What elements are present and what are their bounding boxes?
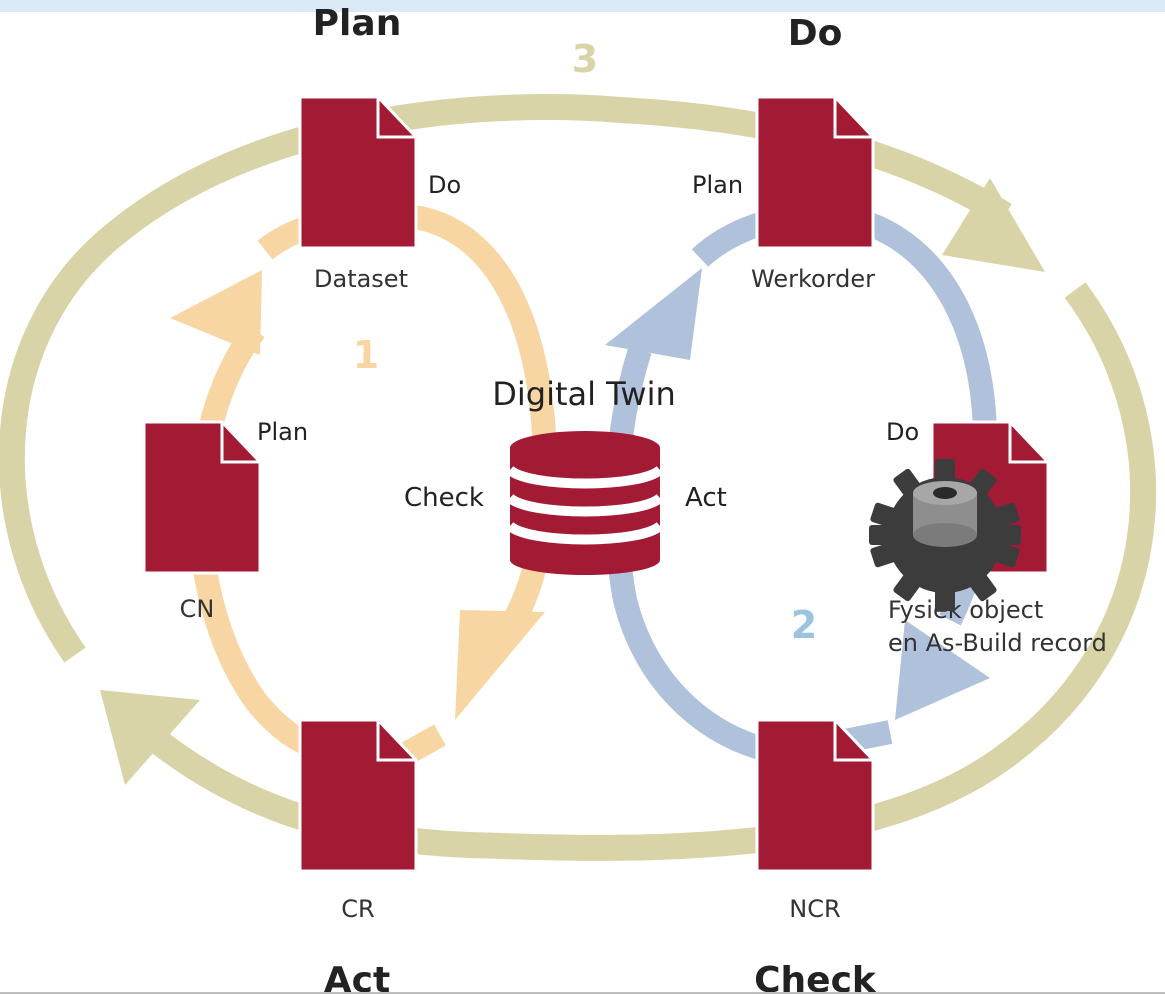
document-cn-label: CN xyxy=(180,595,215,623)
loop-number-2: 2 xyxy=(791,603,817,647)
loop2-arrowhead-up xyxy=(605,268,702,360)
document-icon xyxy=(298,718,418,873)
document-fysiek-label-1: Fysiek object xyxy=(888,596,1043,624)
corner-plan: Plan xyxy=(313,3,402,44)
digital-twin-title: Digital Twin xyxy=(492,375,676,413)
document-cr-label: CR xyxy=(341,895,374,923)
loop1-arrowhead-up xyxy=(170,270,262,355)
outer-arrowhead-top xyxy=(942,178,1045,272)
document-icon xyxy=(298,95,418,250)
document-dataset-tag: Do xyxy=(428,171,461,199)
document-icon xyxy=(755,718,875,873)
gear-icon xyxy=(869,459,1021,611)
top-decoration-strip xyxy=(0,0,1165,12)
loop2-arrowhead-down xyxy=(895,620,990,720)
document-fysiek-label-2: en As-Build record xyxy=(888,629,1107,657)
digital-twin-act: Act xyxy=(685,483,727,513)
document-ncr-label: NCR xyxy=(789,895,840,923)
document-dataset: Do Dataset xyxy=(298,95,461,293)
digital-twin-check: Check xyxy=(404,483,484,513)
corner-do: Do xyxy=(788,13,843,54)
document-werkorder-label: Werkorder xyxy=(751,265,875,293)
loop1-arrowhead-down xyxy=(455,610,545,720)
document-fysiek: Do Fysiek object en As-Build record xyxy=(886,418,1107,657)
outer-arrowhead-bottom xyxy=(100,690,200,785)
corner-check: Check xyxy=(754,960,877,995)
document-icon xyxy=(142,420,262,575)
bottom-border xyxy=(0,992,1165,994)
digital-twin: Digital Twin Check Act xyxy=(404,375,727,575)
document-dataset-label: Dataset xyxy=(314,265,408,293)
document-fysiek-tag: Do xyxy=(886,418,919,446)
document-cr: CR xyxy=(298,718,418,923)
loop-number-1: 1 xyxy=(353,333,379,377)
database-icon xyxy=(506,431,664,575)
corner-act: Act xyxy=(324,960,390,995)
document-ncr: NCR xyxy=(755,718,875,923)
loop-number-3: 3 xyxy=(572,37,598,81)
document-werkorder: Plan Werkorder xyxy=(692,95,875,293)
document-icon xyxy=(755,95,875,250)
document-cn-tag: Plan xyxy=(257,418,308,446)
document-cn: Plan CN xyxy=(142,418,308,623)
document-werkorder-tag: Plan xyxy=(692,171,743,199)
